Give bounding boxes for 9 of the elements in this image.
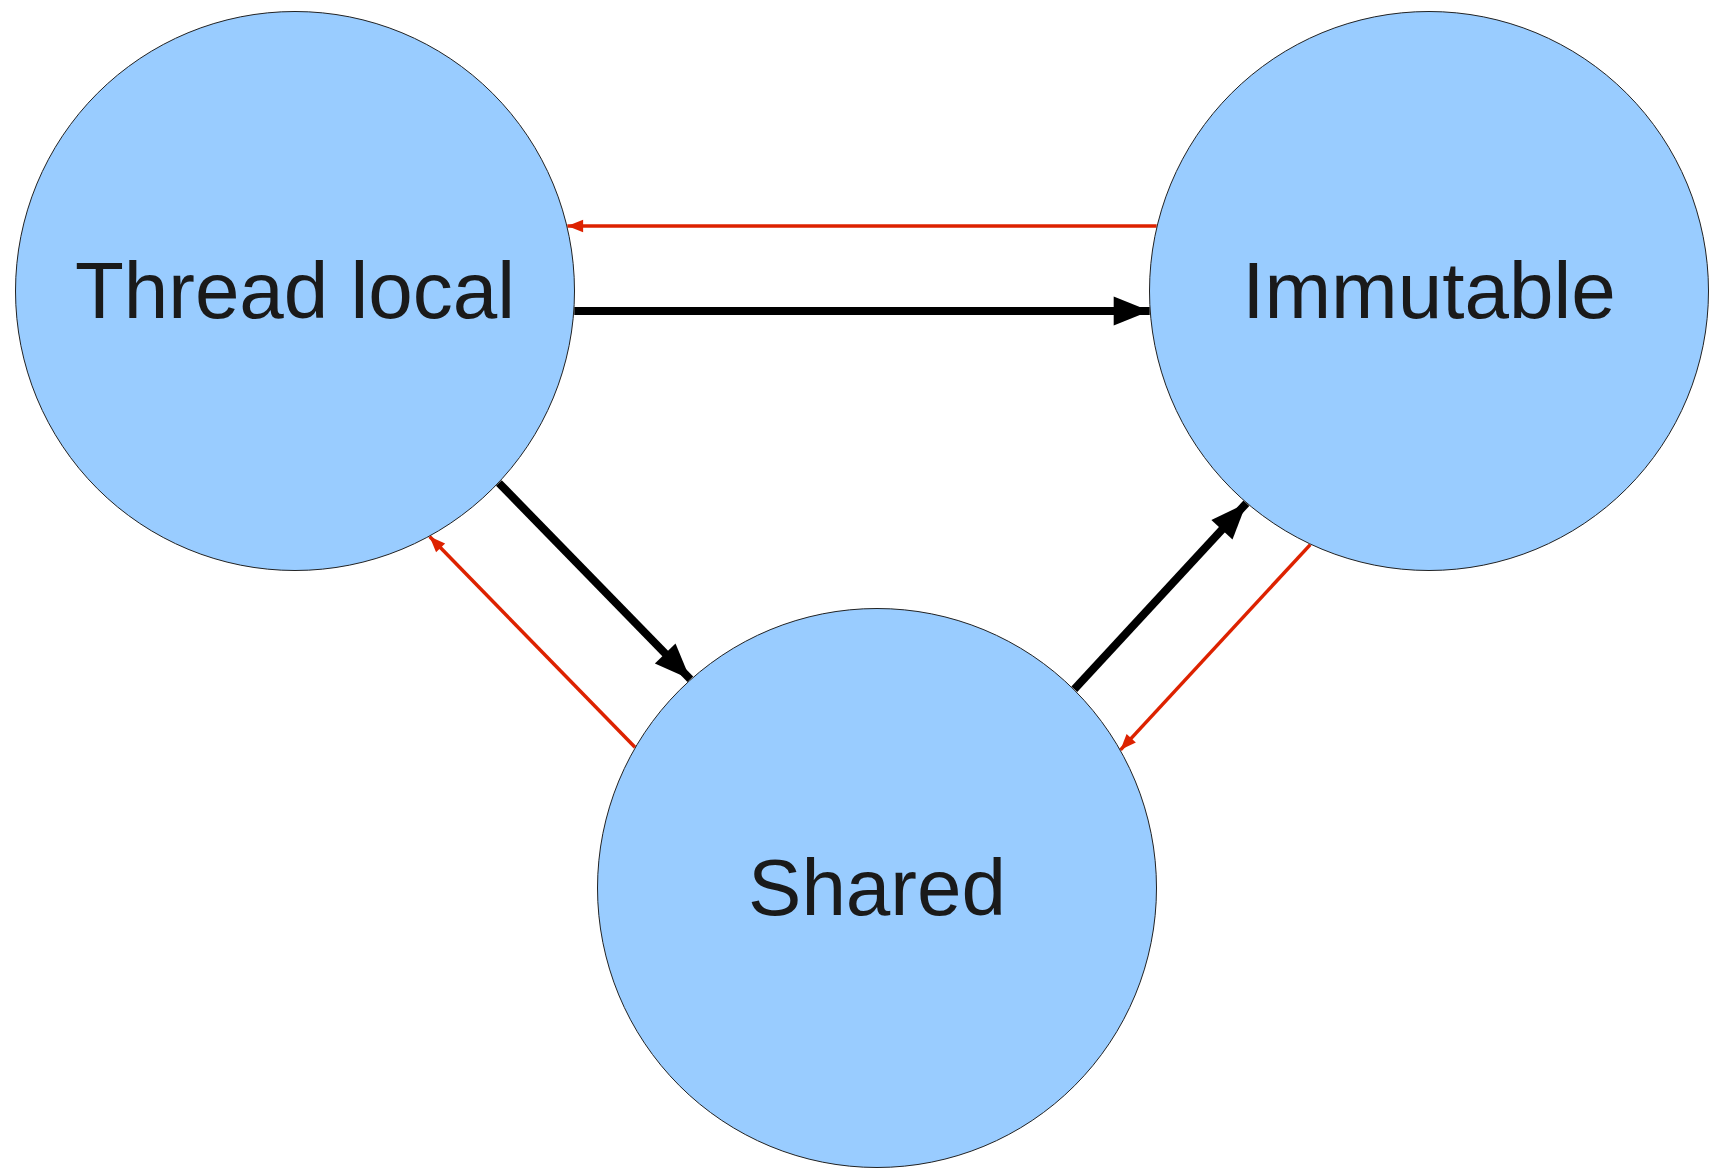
arrow: [496, 480, 694, 683]
arrow: [567, 219, 1157, 233]
arrow: [428, 535, 637, 749]
state-label: Shared: [748, 842, 1006, 934]
arrow: [1071, 500, 1250, 693]
arrow: [1119, 543, 1312, 751]
arrow: [574, 296, 1150, 326]
state-label: Thread local: [74, 245, 516, 337]
state-label: Immutable: [1242, 245, 1616, 337]
